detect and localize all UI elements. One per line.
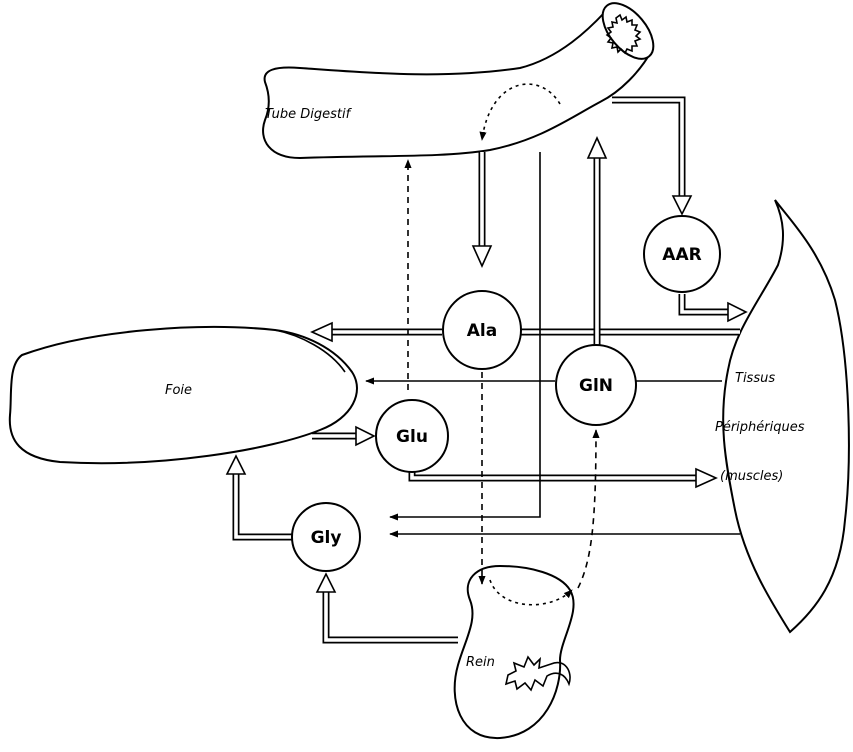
- flow-glu-to-tissus: [412, 468, 716, 487]
- flow-tube-to-aar: [612, 100, 691, 214]
- flow-aar-to-tissus: [682, 294, 746, 321]
- node-gly-label: Gly: [311, 528, 342, 548]
- foie: Foie: [10, 327, 357, 463]
- flow-gly-to-foie: [227, 456, 292, 537]
- flow-rein-to-gly: [317, 574, 458, 640]
- tube-digestif-label: Tube Digestif: [265, 107, 353, 122]
- node-glu-label: Glu: [396, 427, 428, 447]
- rein: Rein: [455, 566, 574, 738]
- node-gln-label: GlN: [579, 376, 613, 396]
- flow-gln-to-tube: [588, 138, 606, 348]
- node-glu: Glu: [376, 400, 448, 472]
- foie-label: Foie: [165, 383, 192, 398]
- node-ala: Ala: [443, 291, 521, 369]
- tube-digestif: Tube Digestif: [263, 0, 663, 158]
- node-ala-label: Ala: [467, 321, 497, 341]
- flow-rein-to-gln: [578, 430, 596, 588]
- node-gln: GlN: [556, 345, 636, 425]
- node-aar-label: AAR: [662, 245, 701, 265]
- tissus-label: Tissus: [735, 371, 775, 386]
- node-aar: AAR: [644, 216, 720, 292]
- muscles-label: (muscles): [720, 469, 783, 484]
- flow-ala-to-foie: [312, 323, 740, 341]
- node-gly: Gly: [292, 503, 360, 571]
- rein-label: Rein: [466, 655, 495, 670]
- tissus-peripheriques: Tissus Périphériques (muscles): [715, 200, 849, 632]
- flow-tube-to-ala: [473, 152, 491, 266]
- peripheriques-label: Périphériques: [715, 420, 805, 435]
